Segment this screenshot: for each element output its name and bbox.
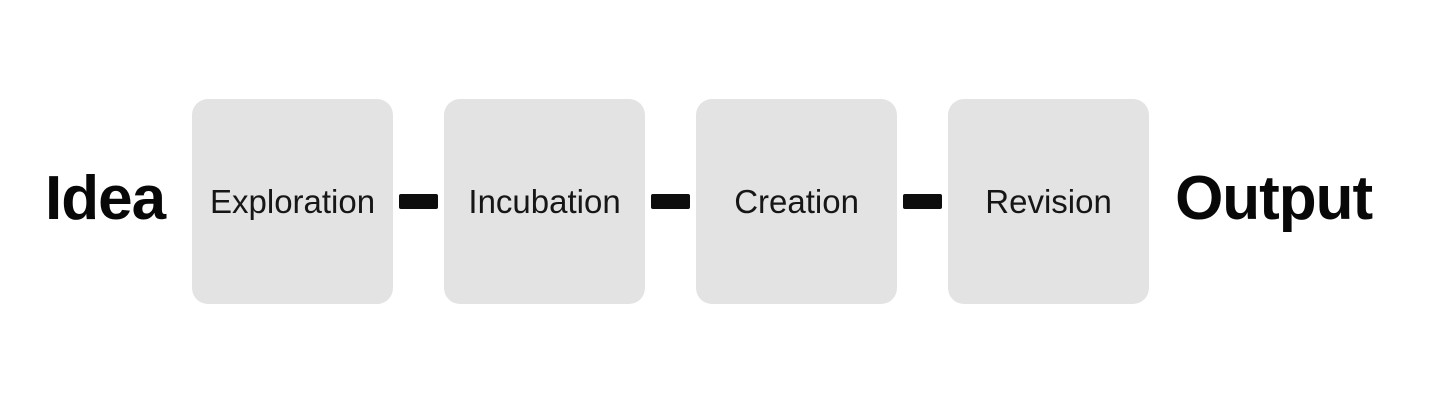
- stage-label-incubation: Incubation: [468, 182, 621, 220]
- stage-box-incubation: Incubation: [444, 98, 646, 304]
- connector-dash-3: [903, 193, 943, 209]
- stage-label-creation: Creation: [734, 182, 859, 220]
- stage-box-exploration: Exploration: [192, 98, 394, 304]
- connector-dash-1: [399, 193, 439, 209]
- output-label: Output: [1175, 164, 1373, 233]
- stage-box-revision: Revision: [948, 98, 1150, 304]
- stage-box-creation: Creation: [696, 98, 898, 304]
- connector-dash-2: [651, 193, 691, 209]
- stage-label-exploration: Exploration: [210, 182, 376, 220]
- stage-label-revision: Revision: [985, 182, 1112, 220]
- input-label: Idea: [45, 164, 166, 233]
